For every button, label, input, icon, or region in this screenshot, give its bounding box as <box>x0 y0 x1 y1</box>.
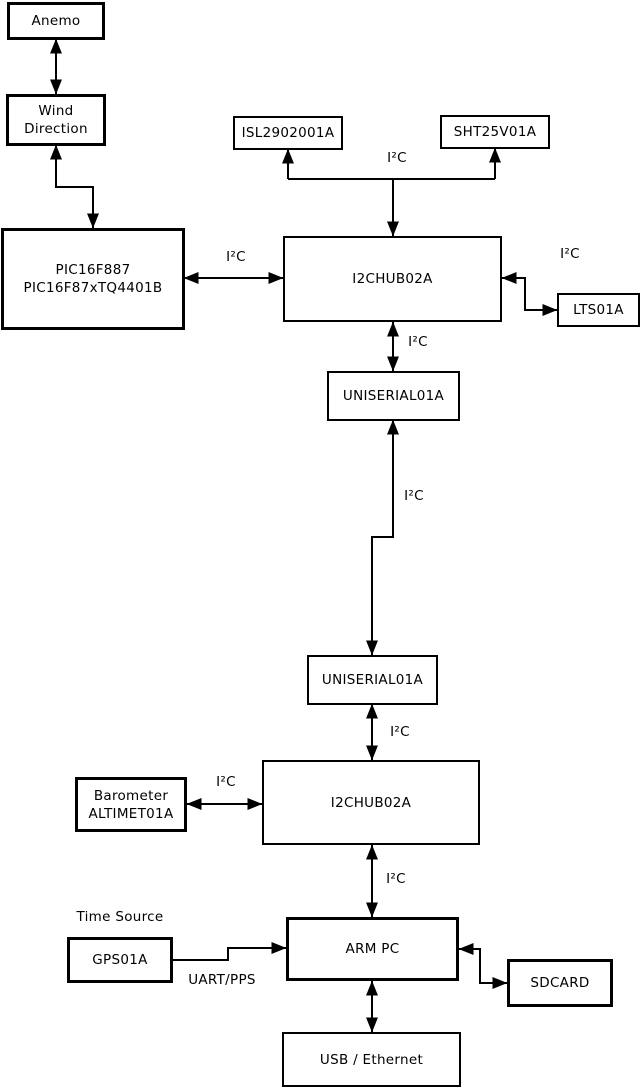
node-usb-ethernet-label: USB / Ethernet <box>319 1051 424 1068</box>
node-i2c-hub-bottom: I2CHUB02A <box>262 760 480 845</box>
node-isl2902001a: ISL2902001A <box>233 116 343 150</box>
node-uniserial-upper-label: UNISERIAL01A <box>342 388 445 404</box>
node-sdcard: SDCARD <box>507 959 613 1007</box>
edge-label-i2c-hub2-armpc: I²C <box>385 871 407 887</box>
node-arm-pc: ARM PC <box>286 917 459 981</box>
node-anemo-label: Anemo <box>31 13 81 29</box>
node-i2c-hub-bottom-label: I2CHUB02A <box>330 794 412 811</box>
node-pic-label-line2: PIC16F87xTQ4401B <box>23 280 163 296</box>
edge-label-i2c-hub-uniserial: I²C <box>407 334 429 350</box>
edge-label-i2c-hub-lts: I²C <box>559 246 581 262</box>
node-wind-direction: Wind Direction <box>6 94 106 146</box>
node-pic: PIC16F887 PIC16F87xTQ4401B <box>1 228 185 330</box>
edge-arm-pc-sdcard <box>458 943 508 989</box>
node-gps01a-label: GPS01A <box>92 952 148 968</box>
edge-label-uart-pps: UART/PPS <box>187 972 257 988</box>
node-i2c-hub-top: I2CHUB02A <box>283 236 502 322</box>
node-wind-direction-label-line1: Wind <box>38 103 74 119</box>
edge-gps-arm-pc <box>173 942 287 961</box>
node-uniserial-upper: UNISERIAL01A <box>327 371 460 421</box>
node-isl2902001a-label: ISL2902001A <box>241 125 335 141</box>
node-barometer-label-line2: ALTIMET01A <box>88 805 174 822</box>
node-barometer-label-line1: Barometer <box>93 787 169 804</box>
node-sht25v01a-label: SHT25V01A <box>453 124 537 140</box>
node-sht25v01a: SHT25V01A <box>440 115 550 149</box>
edge-i2c-hub-top-lts <box>501 272 558 316</box>
edge-label-i2c-barometer-hub2: I²C <box>215 774 237 790</box>
node-wind-direction-label-line2: Direction <box>24 121 88 137</box>
node-usb-ethernet: USB / Ethernet <box>282 1032 461 1087</box>
edge-label-time-source: Time Source <box>75 909 165 925</box>
edge-uniserial-upper-uniserial-lower <box>366 419 399 656</box>
edge-wind-direction-pic <box>50 144 99 229</box>
edge-label-i2c-pic-hub: I²C <box>225 249 247 265</box>
node-gps01a: GPS01A <box>67 937 173 983</box>
node-pic-label-line1: PIC16F887 <box>55 262 131 278</box>
node-anemo: Anemo <box>7 2 105 40</box>
node-arm-pc-label: ARM PC <box>345 941 400 957</box>
node-sdcard-label: SDCARD <box>530 975 590 991</box>
edge-label-i2c-uniserial-link: I²C <box>403 488 425 504</box>
node-barometer: Barometer ALTIMET01A <box>75 777 187 832</box>
node-lts01a: LTS01A <box>557 293 640 327</box>
edge-label-i2c-top-bus: I²C <box>386 150 408 166</box>
node-uniserial-lower-label: UNISERIAL01A <box>321 672 424 688</box>
node-uniserial-lower: UNISERIAL01A <box>307 655 438 705</box>
node-lts01a-label: LTS01A <box>573 302 624 318</box>
edge-label-i2c-uniserial-hub2: I²C <box>389 724 411 740</box>
node-i2c-hub-top-label: I2CHUB02A <box>352 271 433 287</box>
